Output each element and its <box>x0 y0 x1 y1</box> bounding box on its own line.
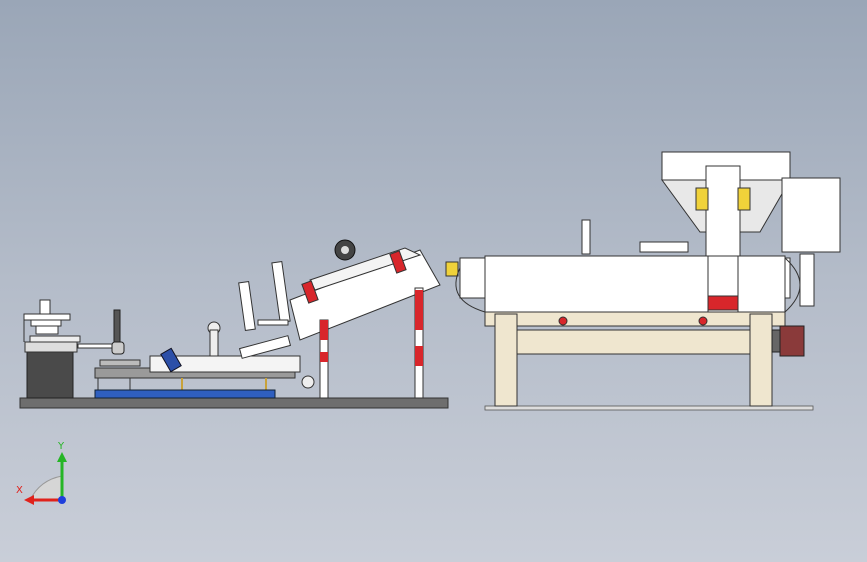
control-cabinet[interactable] <box>781 177 841 307</box>
main-conveyor-body[interactable] <box>455 219 801 313</box>
base-rail[interactable] <box>19 397 449 409</box>
clamp-handle[interactable] <box>77 309 125 355</box>
axis-triad <box>24 452 67 505</box>
left-stand[interactable] <box>23 299 81 399</box>
support-frame[interactable] <box>484 311 786 407</box>
lower-feeder-tray[interactable] <box>94 321 301 392</box>
floor-line <box>484 405 814 411</box>
sensor-yellow[interactable] <box>445 261 459 277</box>
drive-motor[interactable] <box>771 325 805 357</box>
inclined-hopper[interactable] <box>289 239 441 341</box>
hopper-legs <box>301 287 424 399</box>
top-hopper[interactable] <box>661 151 791 313</box>
blue-conveyor-belt[interactable] <box>94 389 276 399</box>
z-axis-dot <box>58 496 66 504</box>
y-axis-label: Y <box>58 441 65 452</box>
roller-posts <box>238 261 291 332</box>
x-axis-label: X <box>16 485 23 496</box>
